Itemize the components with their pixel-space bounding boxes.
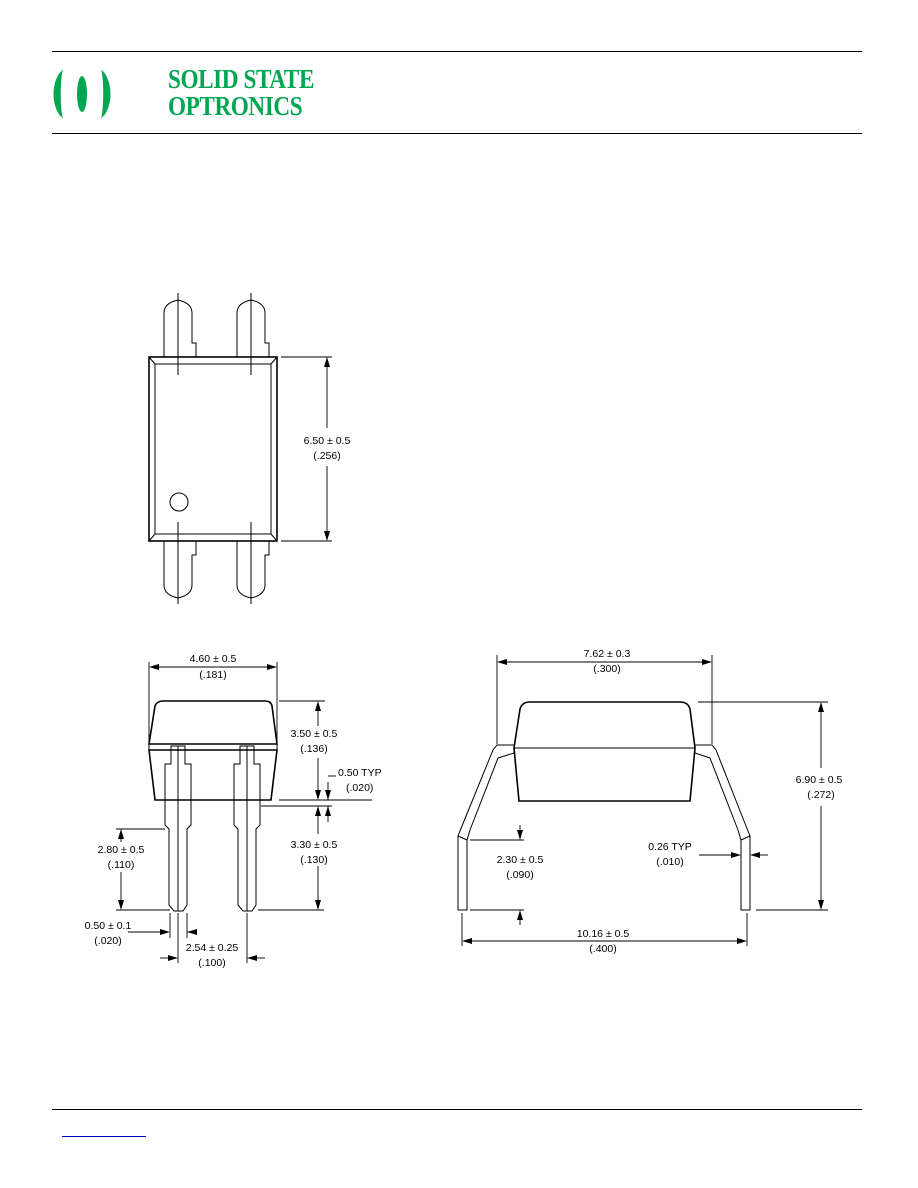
end-row-spacing-inch: (.300) [593,663,620,675]
end-left-lead [457,744,515,911]
side-standoff-value: 0.50 TYP [338,767,382,779]
top-lead-1 [163,299,197,357]
top-height-inch: (.256) [313,450,340,462]
top-view-body-outline [148,356,278,542]
header-top-rule [52,51,862,52]
logo-mark-icon [53,69,111,119]
end-right-lead [694,744,751,911]
side-lead-width-inch: (.020) [94,935,121,947]
footer-rule [52,1109,862,1110]
logo-text-line2: OPTRONICS [168,91,303,121]
end-total-height-value: 6.90 ± 0.5 [796,774,843,786]
side-lead-left-inch: (.110) [108,859,135,871]
bottom-lead-2 [236,541,270,599]
side-pitch-inch: (.100) [198,957,225,969]
side-width-value: 4.60 ± 0.5 [190,653,237,665]
side-lead-length-value: 3.30 ± 0.5 [291,839,338,851]
logo-text-line1: SOLID STATE [168,64,315,94]
side-view-top-body [148,700,278,745]
end-lead-span-value: 10.16 ± 0.5 [577,928,630,940]
side-pitch-value: 2.54 ± 0.25 [186,942,239,954]
side-lead-1 [164,745,192,912]
side-body-height-value: 3.50 ± 0.5 [291,728,338,740]
side-lead-length-inch: (.130) [300,854,327,866]
side-view: 4.60 ± 0.5 (.181) 3.50 ± 0.5 (.136) 0.50… [85,653,382,969]
end-lead-span-inch: (.400) [589,943,616,955]
end-lead-straight-value: 2.30 ± 0.5 [497,854,544,866]
end-lead-straight-inch: (.090) [506,869,533,881]
header-bottom-rule [52,133,862,134]
side-body-height-inch: (.136) [300,743,327,755]
end-lead-thickness-value: 0.26 TYP [648,841,692,853]
company-logo: SOLID STATE OPTRONICS [52,63,314,125]
side-width-inch: (.181) [199,669,226,681]
top-lead-2 [236,299,270,357]
top-view: 6.50 ± 0.5 (.256) [148,293,351,604]
end-view-body [513,701,696,802]
bottom-lead-1 [163,541,197,599]
top-view-body-inner [154,363,272,535]
side-view-bottom-body [148,749,278,801]
side-lead-left-value: 2.80 ± 0.5 [98,844,145,856]
end-row-spacing-value: 7.62 ± 0.3 [584,648,631,660]
pin1-marker-icon [169,492,189,512]
footer-link[interactable] [62,1136,146,1137]
top-height-value: 6.50 ± 0.5 [304,435,351,447]
side-lead-2 [233,745,261,912]
side-lead-width-value: 0.50 ± 0.1 [85,920,132,932]
end-total-height-inch: (.272) [807,789,834,801]
end-view: 7.62 ± 0.3 (.300) 6.90 ± 0.5 (.272) 0.26… [457,648,843,955]
end-lead-thickness-inch: (.010) [656,856,683,868]
side-standoff-inch: (.020) [346,782,373,794]
